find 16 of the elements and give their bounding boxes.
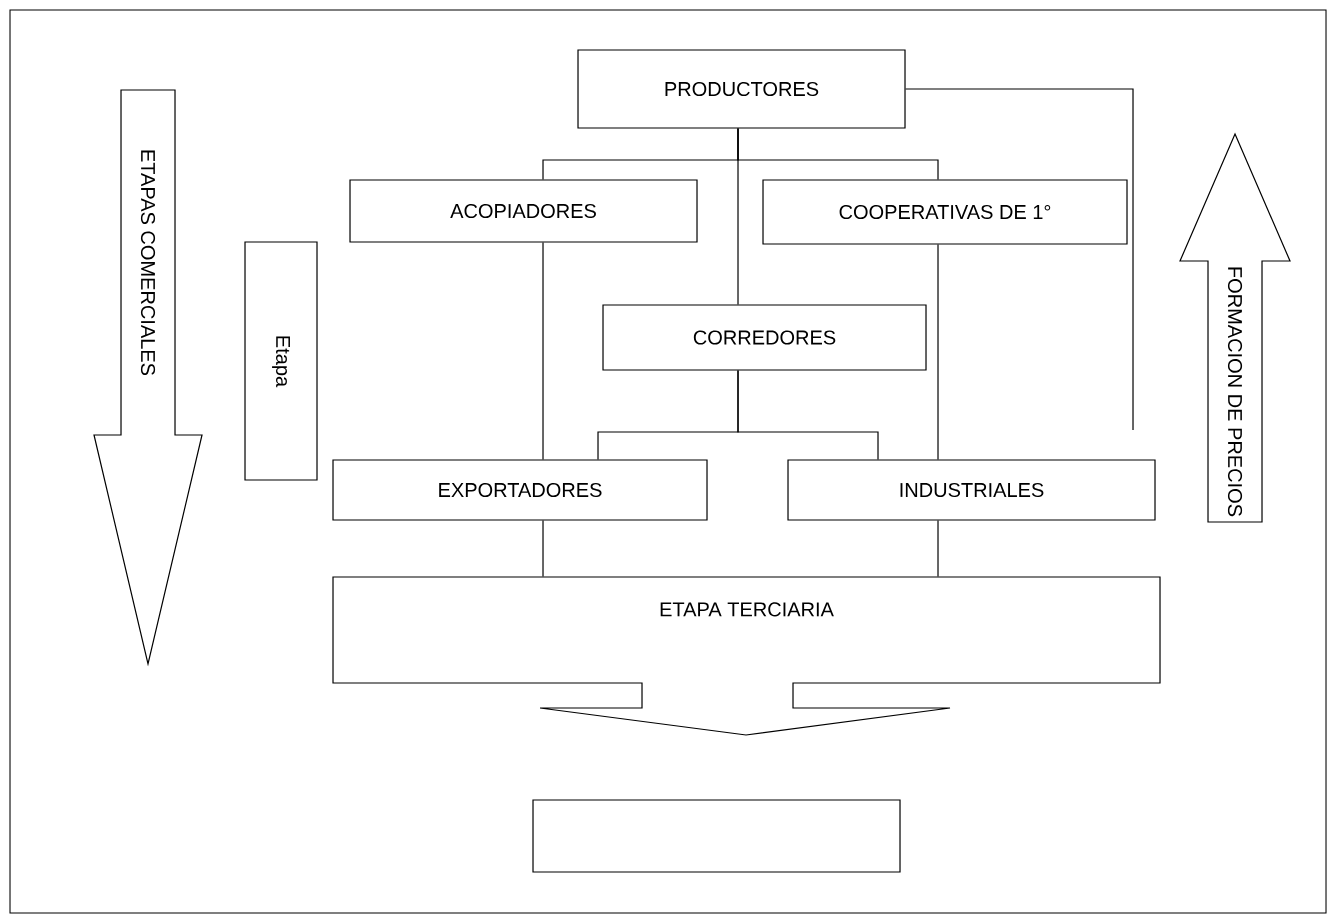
process-box: ETAPA TERCIARIA (332, 576, 1161, 736)
connector-line (737, 128, 739, 305)
connector-line (937, 244, 939, 460)
connector-line (937, 520, 939, 577)
process-box: EXPORTADORES (332, 459, 708, 521)
process-box: Etapa (244, 241, 318, 481)
process-box: PRODUCTORES (577, 49, 906, 129)
connector-line (542, 520, 544, 577)
connector-line (737, 370, 879, 460)
process-box: CORREDORES (602, 304, 927, 371)
note-box (532, 799, 901, 873)
connector-line (542, 242, 544, 460)
connector-line (905, 88, 1134, 431)
process-box: ACOPIADORES (349, 179, 698, 243)
process-box: COOPERATIVAS DE 1° (762, 179, 1128, 245)
process-box: INDUSTRIALES (787, 459, 1156, 521)
